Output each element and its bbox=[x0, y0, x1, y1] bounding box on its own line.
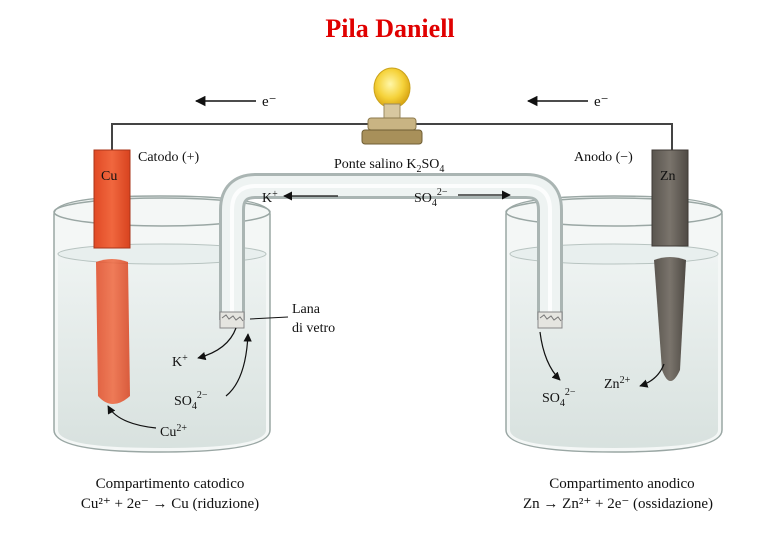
electron-label-right: e⁻ bbox=[594, 94, 609, 110]
left-potassium-ion: K+ bbox=[172, 353, 188, 370]
cathode-reaction: Cu²⁺ + 2e⁻ → Cu (riduzione) bbox=[81, 496, 259, 512]
left-sulfate-arrow bbox=[225, 333, 252, 397]
right-zinc-arrow bbox=[639, 363, 665, 388]
right-sulfate-ion: SO42− bbox=[542, 387, 576, 409]
left-sulfate-ion: SO42− bbox=[174, 390, 208, 412]
bridge-sulfate-ion: SO42− bbox=[414, 187, 448, 209]
left-potassium-arrow bbox=[197, 327, 237, 361]
zinc-electrode bbox=[651, 149, 689, 381]
cathode-compartment-title: Compartimento catodico bbox=[96, 476, 245, 492]
glass-wool-plug-right bbox=[537, 311, 563, 329]
page-title: Pila Daniell bbox=[325, 14, 455, 43]
electron-label-left: e⁻ bbox=[262, 94, 277, 110]
glass-wool-pointer bbox=[249, 316, 289, 320]
glass-wool-label-line2: di vetro bbox=[292, 321, 335, 336]
anode-reaction: Zn → Zn²⁺ + 2e⁻ (ossidazione) bbox=[523, 496, 713, 512]
glass-wool-label-line1: Lana bbox=[292, 302, 321, 317]
cathode-label: Catodo (+) bbox=[138, 150, 199, 165]
zinc-electrode-label: Zn bbox=[660, 169, 676, 184]
glass-wool-plug-left bbox=[219, 311, 245, 329]
left-copper-ion: Cu2+ bbox=[160, 423, 187, 440]
salt-bridge-label: Ponte salino K2SO4 bbox=[334, 157, 444, 175]
bridge-potassium-ion: K+ bbox=[262, 189, 278, 206]
right-zinc-ion: Zn2+ bbox=[604, 375, 631, 392]
left-copper-arrow bbox=[107, 405, 157, 429]
light-bulb-icon bbox=[361, 67, 423, 145]
salt-bridge-tube bbox=[219, 173, 563, 320]
anode-compartment-title: Compartimento anodico bbox=[549, 476, 694, 492]
anode-label: Anodo (−) bbox=[574, 150, 633, 165]
copper-electrode-label: Cu bbox=[101, 169, 117, 184]
copper-electrode bbox=[93, 149, 131, 404]
right-sulfate-arrow bbox=[539, 331, 561, 381]
